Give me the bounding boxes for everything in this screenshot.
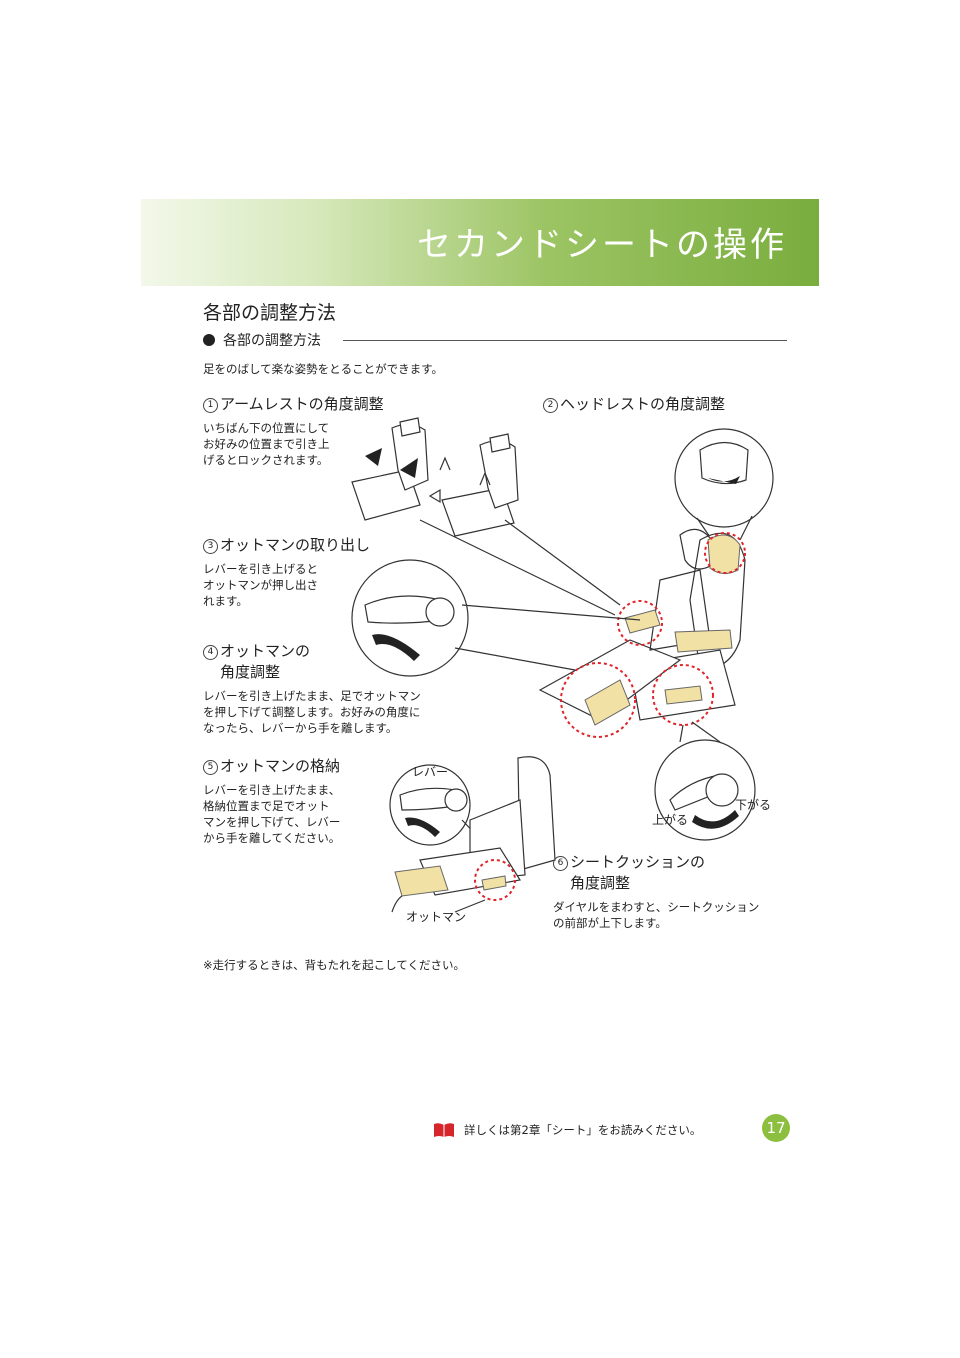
item-title: ヘッドレストの角度調整 [560, 395, 726, 413]
item-body: レバーを引き上げたまま、 格納位置まで足でオット マンを押し下げて、レバー から… [203, 783, 341, 845]
subhead: 各部の調整方法 [203, 330, 321, 350]
number-badge: 1 [203, 398, 218, 413]
subhead-text: 各部の調整方法 [223, 333, 321, 349]
footer-text: 詳しくは第2章「シート」をお読みください。 [464, 1123, 702, 1137]
item-body: ダイヤルをまわすと、シートクッション の前部が上下します。 [553, 900, 760, 930]
item-body: いちばん下の位置にして お好みの位置まで引き上 げるとロックされます。 [203, 421, 330, 467]
armrest-seats-drawing [351, 417, 519, 537]
item-title: オットマンの [220, 642, 311, 660]
number-badge: 6 [553, 856, 568, 871]
item-title-line2: 角度調整 [220, 663, 281, 681]
book-icon [434, 1123, 454, 1137]
number-badge: 3 [203, 539, 218, 554]
ottoman-callout: オットマン [406, 910, 467, 924]
item-title-line2: 角度調整 [570, 874, 631, 892]
number-badge: 5 [203, 760, 218, 775]
title-banner: セカンドシートの操作 [141, 199, 819, 286]
section-title: 各部の調整方法 [203, 302, 337, 324]
item-title: シートクッションの [570, 853, 706, 871]
lever-callout: レバー [412, 765, 449, 779]
item-body: レバーを引き上げたまま、足でオットマン を押し下げて調整します。お好みの角度に … [203, 689, 421, 735]
item-body: レバーを引き上げると オットマンが押し出さ れます。 [203, 562, 318, 608]
number-badge: 4 [203, 645, 218, 660]
bullet-icon [203, 334, 215, 346]
banner-title: セカンドシートの操作 [417, 225, 787, 265]
number-badge: 2 [543, 398, 558, 413]
footer: 詳しくは第2章「シート」をお読みください。 [433, 1122, 701, 1138]
main-seat-drawing [538, 528, 746, 726]
subhead-rule [343, 340, 787, 341]
down-callout: 下がる [735, 798, 772, 812]
item-title: オットマンの格納 [220, 757, 341, 775]
page-number-badge: 17 [762, 1114, 790, 1142]
item-title: オットマンの取り出し [220, 536, 371, 554]
up-callout: 上がる [652, 813, 689, 827]
intro-text: 足をのばして楽な姿勢をとることができます。 [203, 362, 444, 376]
note-text: ※走行するときは、背もたれを起こしてください。 [203, 958, 465, 972]
stow-seat-drawing [394, 756, 556, 897]
item-title: アームレストの角度調整 [220, 395, 384, 413]
